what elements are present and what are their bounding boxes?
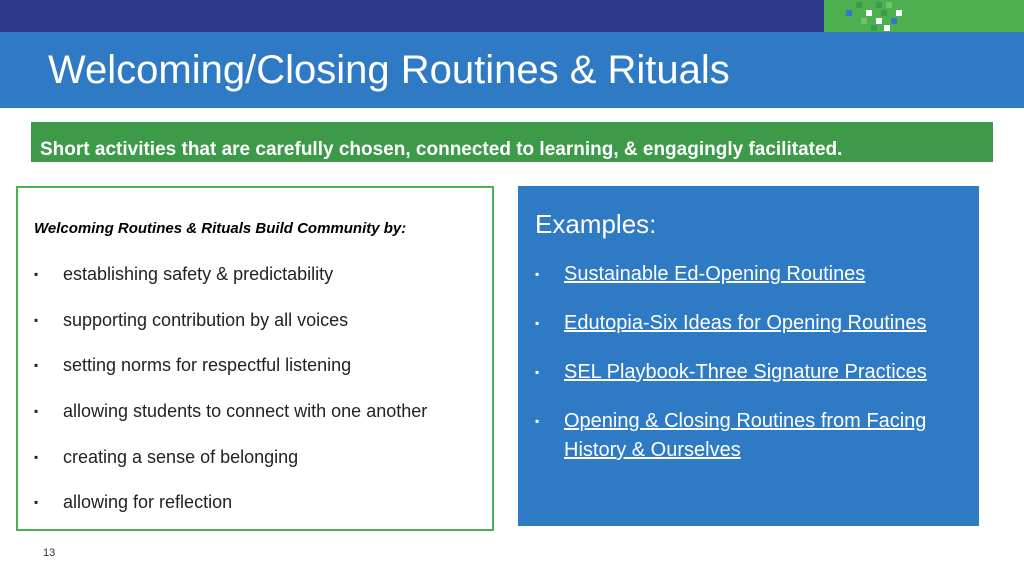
bullet-icon: ▪ (535, 414, 540, 428)
slide-title: Welcoming/Closing Routines & Rituals (48, 48, 730, 92)
bullet-icon: ▪ (535, 365, 540, 379)
slide-subtitle: Short activities that are carefully chos… (40, 139, 843, 160)
subtitle-bar (31, 122, 993, 162)
list-item-text: supporting contribution by all voices (63, 310, 349, 330)
examples-heading: Examples: (535, 209, 657, 239)
list-item: ▪ allowing students to connect with one a… (34, 400, 427, 422)
examples-panel (518, 186, 979, 526)
example-link-facing-history[interactable]: Opening & Closing Routines from Facing (564, 410, 927, 432)
list-item-text: establishing safety & predictability (63, 264, 334, 284)
list-item: ▪ creating a sense of belonging (34, 446, 298, 468)
list-item: ▪ allowing for reflection (34, 491, 232, 513)
example-link-facing-history-continued[interactable]: History & Ourselves (564, 439, 741, 461)
bullet-icon: ▪ (535, 316, 540, 330)
bullet-icon: ▪ (34, 495, 39, 509)
list-item: ▪ supporting contribution by all voices (34, 309, 348, 331)
bullet-icon: ▪ (34, 404, 39, 418)
list-item: ▪ setting norms for respectful listening (34, 354, 351, 376)
list-item: ▪ establishing safety & predictability (34, 263, 333, 285)
page-number: 13 (43, 547, 56, 559)
example-link-edutopia[interactable]: Edutopia-Six Ideas for Opening Routines (564, 312, 927, 334)
example-link-sustainable-ed[interactable]: Sustainable Ed-Opening Routines (564, 263, 866, 285)
bullet-icon: ▪ (34, 313, 39, 327)
list-item-text: creating a sense of belonging (63, 447, 299, 467)
list-item-text: setting norms for respectful listening (63, 355, 352, 375)
bullet-icon: ▪ (535, 267, 540, 281)
pixel-grid-logo-icon (846, 2, 902, 31)
bullet-icon: ▪ (34, 358, 39, 372)
bullet-icon: ▪ (34, 267, 39, 281)
bullet-icon: ▪ (34, 450, 39, 464)
community-panel-heading: Welcoming Routines & Rituals Build Commu… (34, 220, 407, 237)
list-item-text: allowing for reflection (63, 492, 233, 512)
title-band (0, 32, 1024, 108)
list-item-text: allowing students to connect with one an… (63, 401, 428, 421)
community-panel (16, 186, 494, 531)
example-link-sel-playbook[interactable]: SEL Playbook-Three Signature Practices (564, 361, 927, 383)
